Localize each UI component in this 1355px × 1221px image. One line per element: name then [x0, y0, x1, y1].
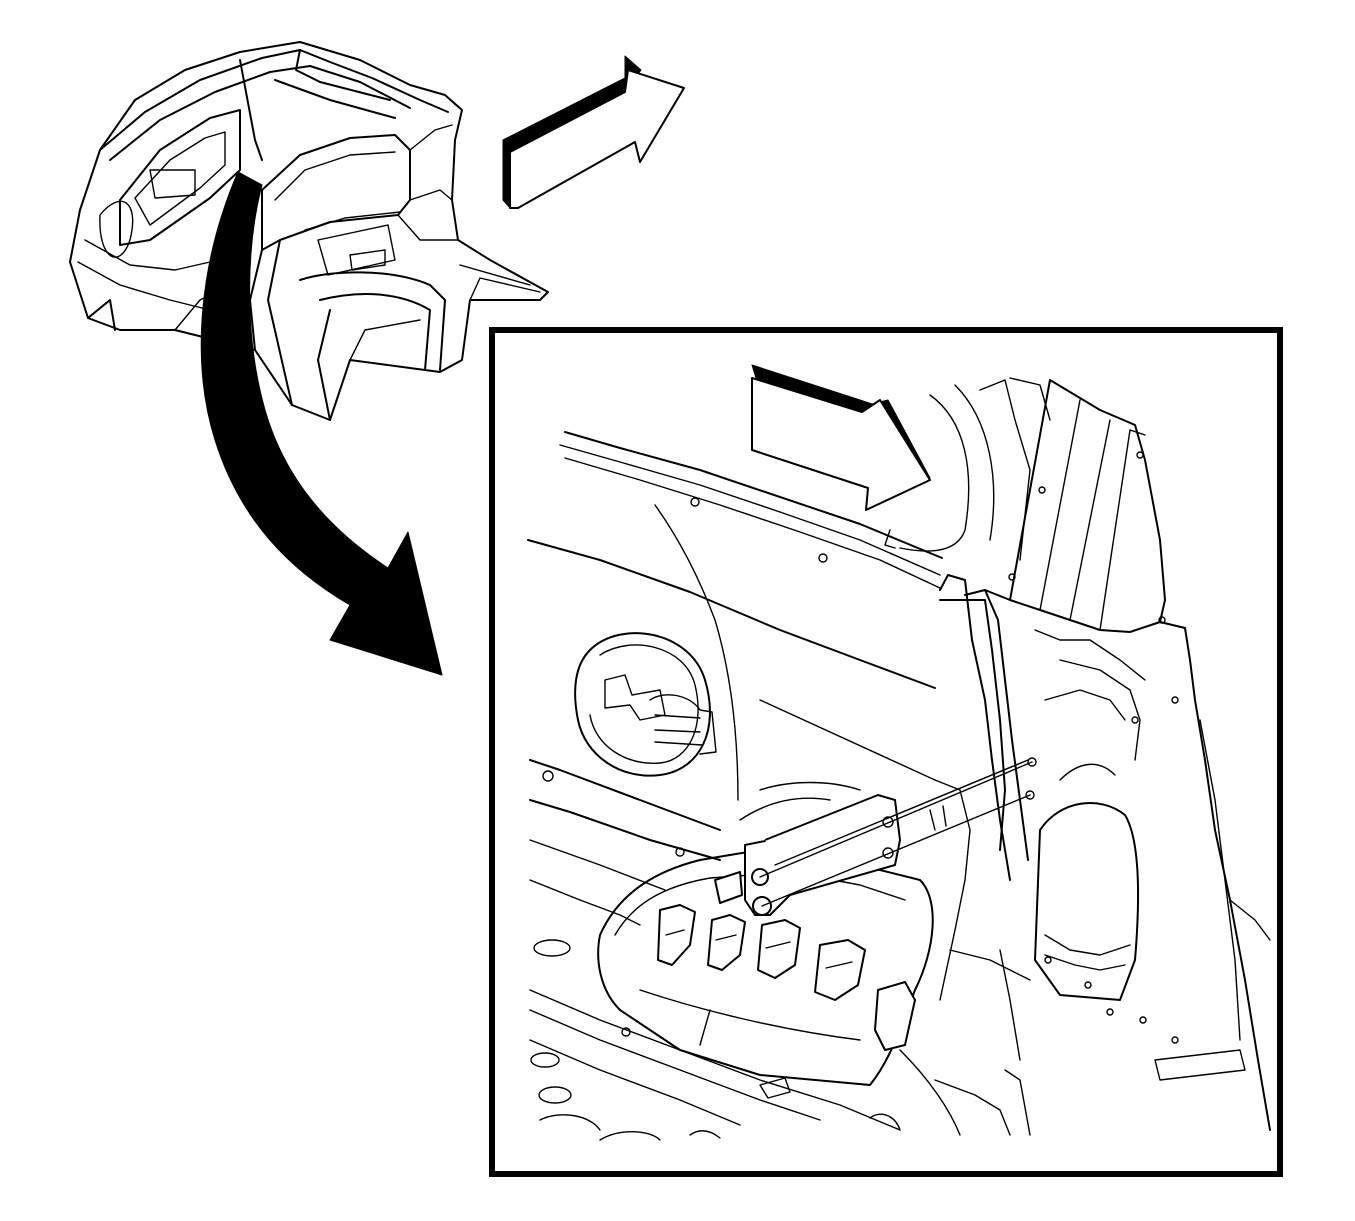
forward-direction-arrow — [751, 364, 931, 511]
mounting-bracket — [714, 757, 1037, 916]
forward-direction-arrow — [502, 55, 685, 209]
vehicle-rear-body-overview — [69, 41, 549, 421]
curved-callout-arrow — [200, 171, 443, 676]
fuel-door-pocket — [574, 632, 717, 777]
quarter-panel-bracket-detail — [489, 327, 1283, 1177]
